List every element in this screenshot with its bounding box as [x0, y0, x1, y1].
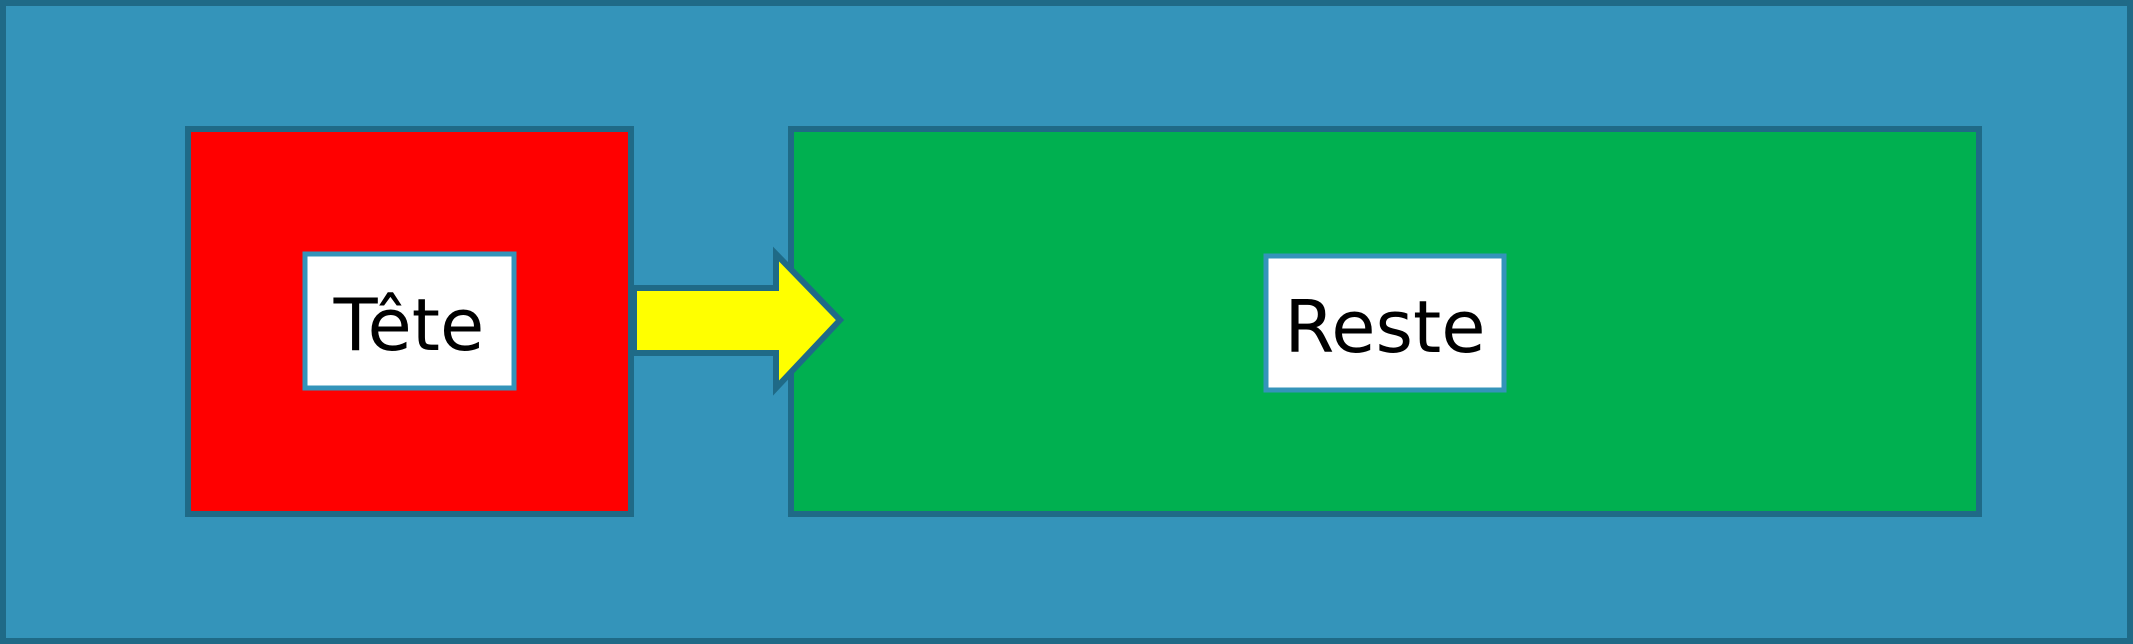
rest-label-box — [1263, 253, 1507, 393]
rest-label: Reste — [1284, 285, 1485, 369]
head-label-box — [302, 251, 517, 391]
arrow-right-icon — [631, 246, 845, 396]
head-label: Tête — [333, 283, 485, 367]
